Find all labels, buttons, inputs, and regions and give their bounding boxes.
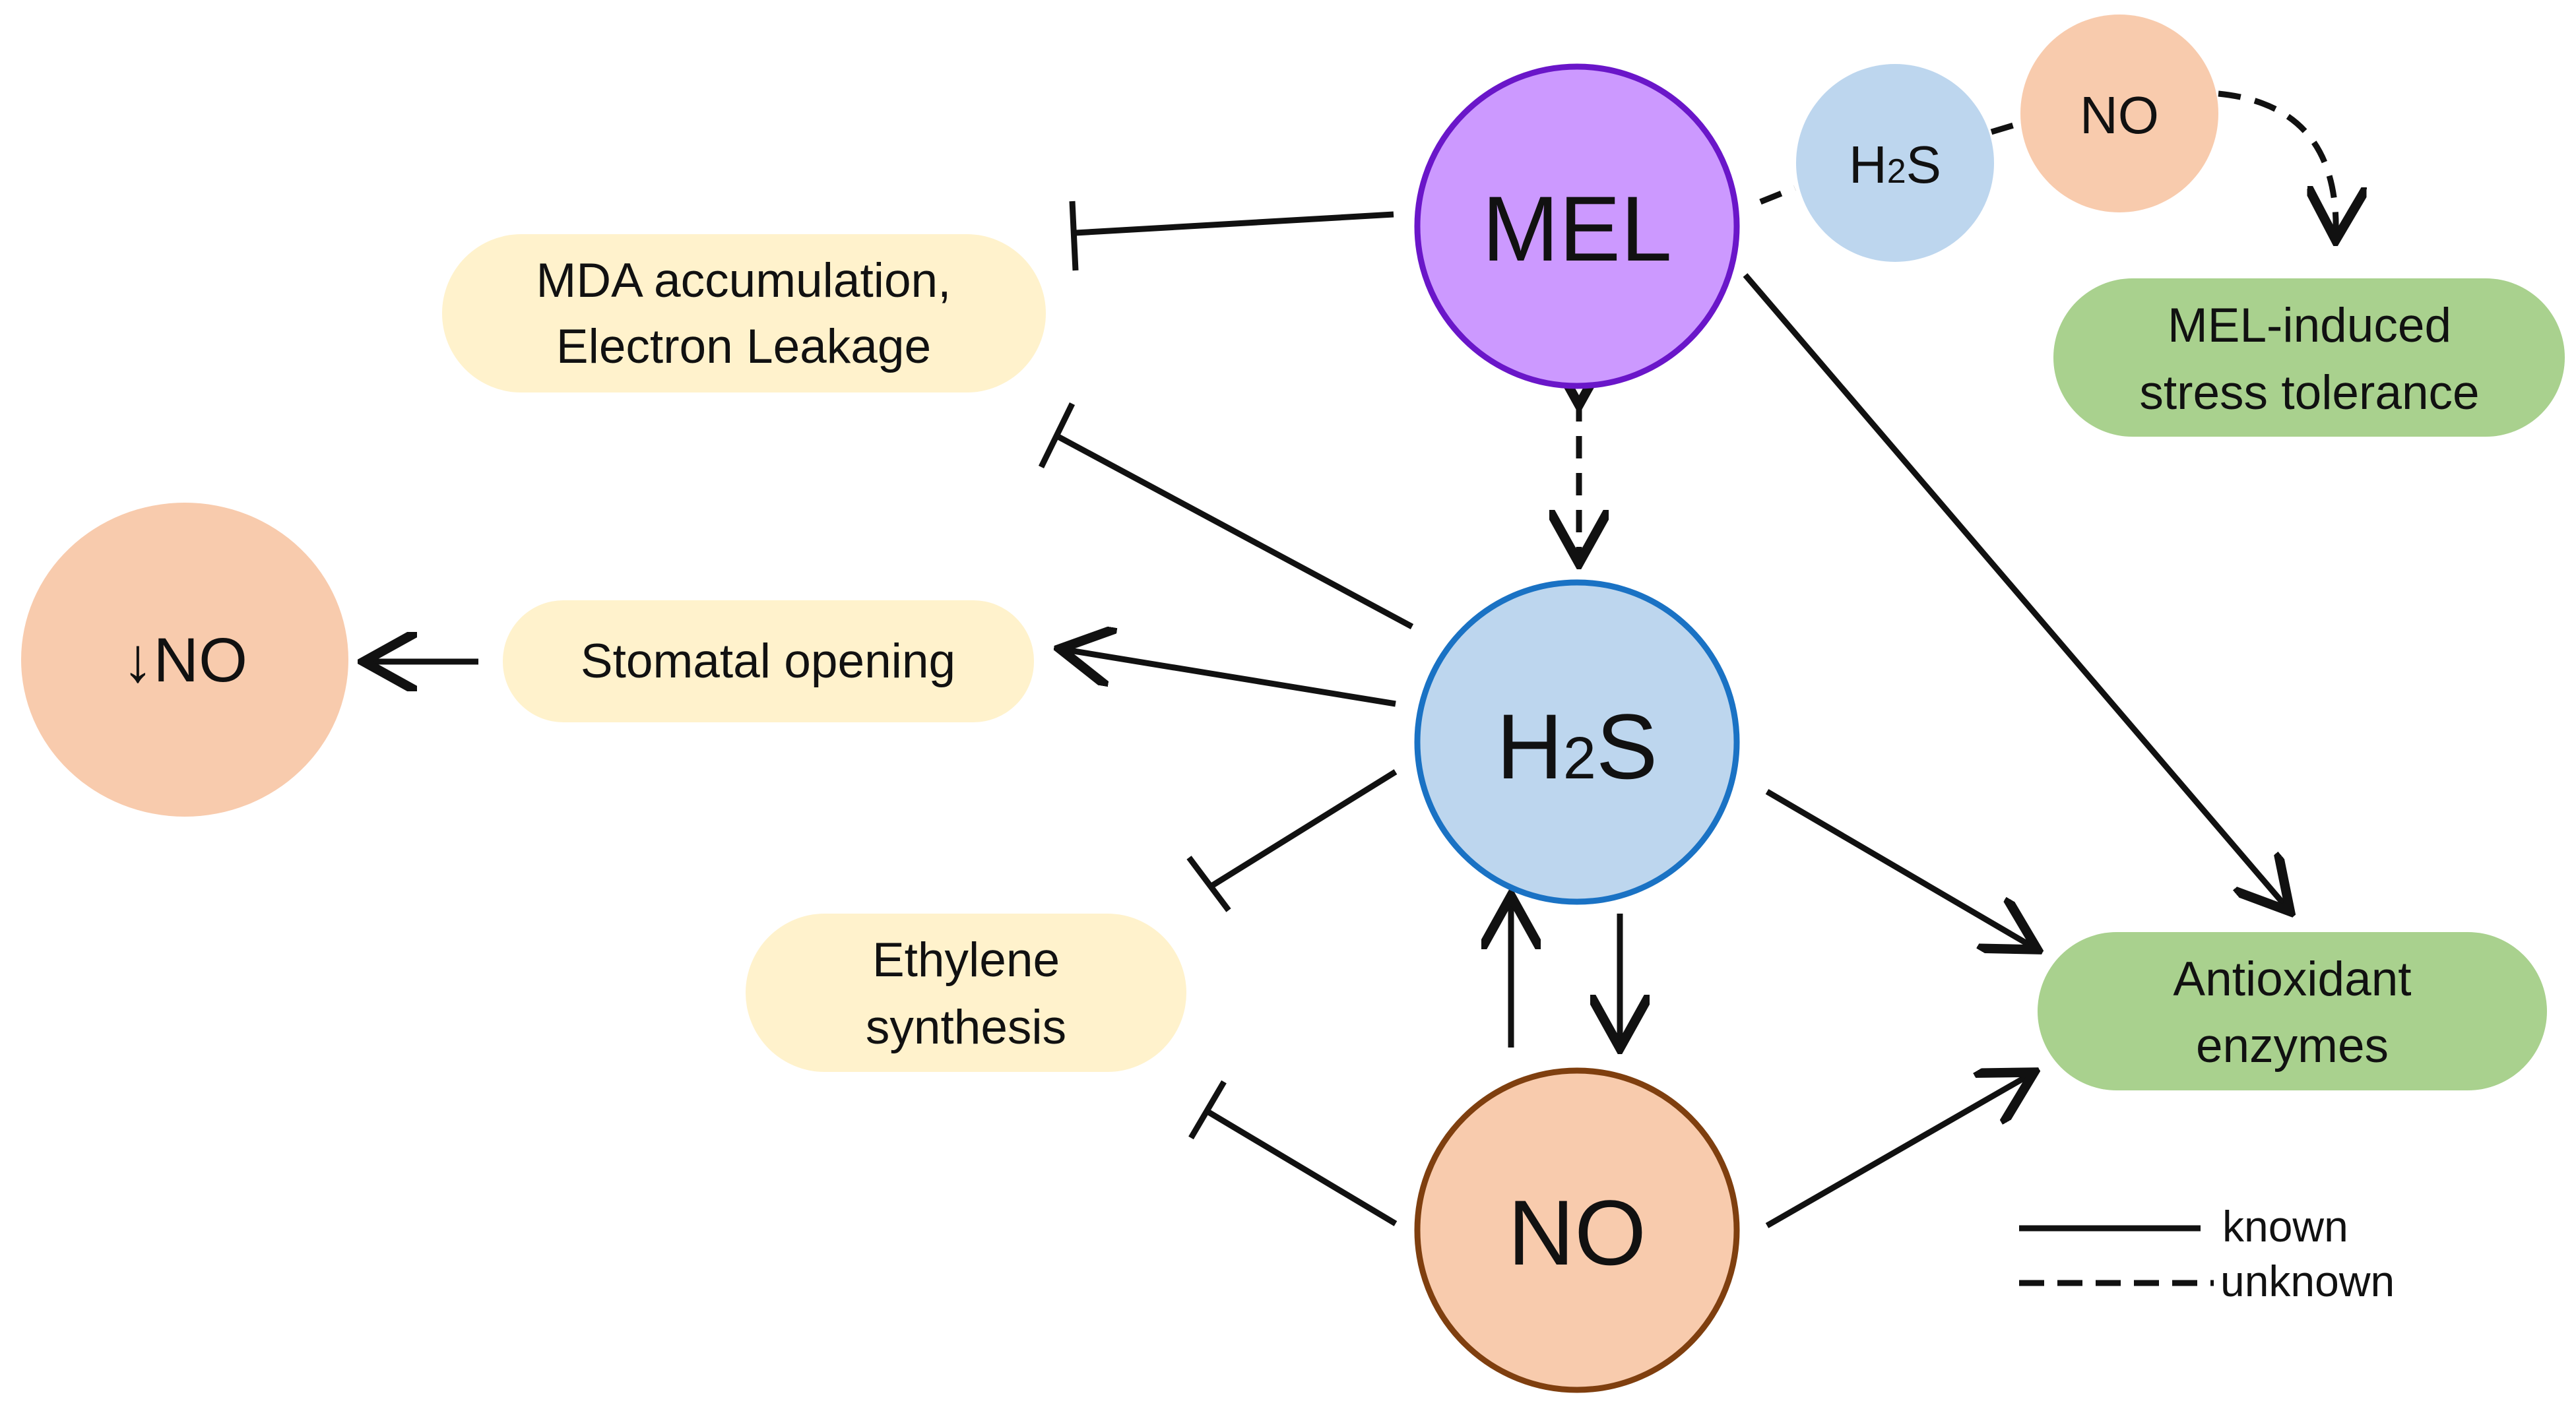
- node-h2s: H2S: [1414, 579, 1740, 905]
- node-small-h2s-circle: [1796, 64, 1994, 262]
- box-mda-line2: Electron Leakage: [556, 320, 931, 373]
- box-stomatal: Stomatal opening: [503, 600, 1034, 722]
- edge-h2s-inhibits-mda-bar: [1038, 402, 1076, 468]
- box-mda: MDA accumulation, Electron Leakage: [442, 234, 1046, 392]
- box-mel-induced: MEL-induced stress tolerance: [2053, 278, 2565, 437]
- legend: known unknown: [2019, 1202, 2395, 1305]
- node-down-no-label: ↓NO: [122, 625, 247, 695]
- box-ethylene-shape: [746, 914, 1186, 1072]
- box-mel-induced-shape: [2053, 278, 2565, 437]
- legend-unknown-label: unknown: [2220, 1257, 2395, 1305]
- node-mel: MEL: [1414, 63, 1740, 389]
- node-small-h2s-label: H2S: [1849, 135, 1941, 194]
- node-small-no-label: NO: [2080, 86, 2159, 144]
- node-h2s-label: H2S: [1497, 695, 1658, 798]
- edge-mel-inhibits-mda: [1075, 211, 1394, 236]
- node-no: NO: [1414, 1067, 1740, 1393]
- box-antioxidant-shape: [2038, 932, 2547, 1090]
- node-small-no-circle: [2020, 15, 2218, 212]
- edge-h2s-inhibits-ethylene-bar: [1186, 856, 1231, 912]
- box-mda-line1: MDA accumulation,: [536, 254, 951, 307]
- box-stomatal-line1: Stomatal opening: [581, 635, 955, 688]
- box-ethylene-line2: synthesis: [866, 1001, 1066, 1054]
- node-small-no: NO: [2020, 15, 2218, 212]
- node-down-no-circle: [21, 503, 348, 817]
- edge-no-to-antioxidant: [1765, 1075, 2029, 1228]
- box-mel-induced-line1: MEL-induced: [2168, 299, 2451, 352]
- node-small-h2s: H2S: [1796, 64, 1994, 262]
- edge-small-no-to-mel-induced-unknown: [2218, 90, 2336, 234]
- edge-mel-inhibits-mda-bar: [1069, 201, 1079, 271]
- edge-h2s-to-antioxidant: [1765, 789, 2032, 947]
- edge-no-inhibits-ethylene: [1206, 1109, 1398, 1226]
- edge-mel-to-antioxidant: [1743, 273, 2286, 907]
- node-mel-label: MEL: [1482, 177, 1672, 280]
- edge-mel-small-h2s-unknown: [1759, 185, 1796, 205]
- box-mel-induced-line2: stress tolerance: [2139, 366, 2479, 420]
- edge-h2s-inhibits-mda: [1054, 433, 1414, 629]
- box-mda-shape: [442, 234, 1046, 392]
- box-ethylene: Ethylene synthesis: [746, 914, 1186, 1072]
- node-no-circle: [1414, 1067, 1740, 1393]
- edge-no-inhibits-ethylene-bar: [1188, 1080, 1227, 1140]
- box-antioxidant-line2: enzymes: [2196, 1019, 2389, 1073]
- edge-h2s-to-stomatal: [1066, 650, 1396, 707]
- box-stomatal-shape: [503, 600, 1034, 722]
- node-mel-circle: [1414, 63, 1740, 389]
- node-h2s-circle: [1414, 579, 1740, 905]
- edge-h2s-inhibits-ethylene: [1208, 769, 1398, 890]
- box-ethylene-line1: Ethylene: [872, 933, 1060, 987]
- node-down-no: ↓NO: [21, 503, 348, 817]
- box-antioxidant-line1: Antioxidant: [2173, 953, 2411, 1006]
- box-antioxidant: Antioxidant enzymes: [2038, 932, 2547, 1090]
- edge-small-h2s-small-no-unknown: [1990, 121, 2019, 135]
- legend-known-label: known: [2222, 1202, 2348, 1251]
- node-no-label: NO: [1508, 1181, 1646, 1284]
